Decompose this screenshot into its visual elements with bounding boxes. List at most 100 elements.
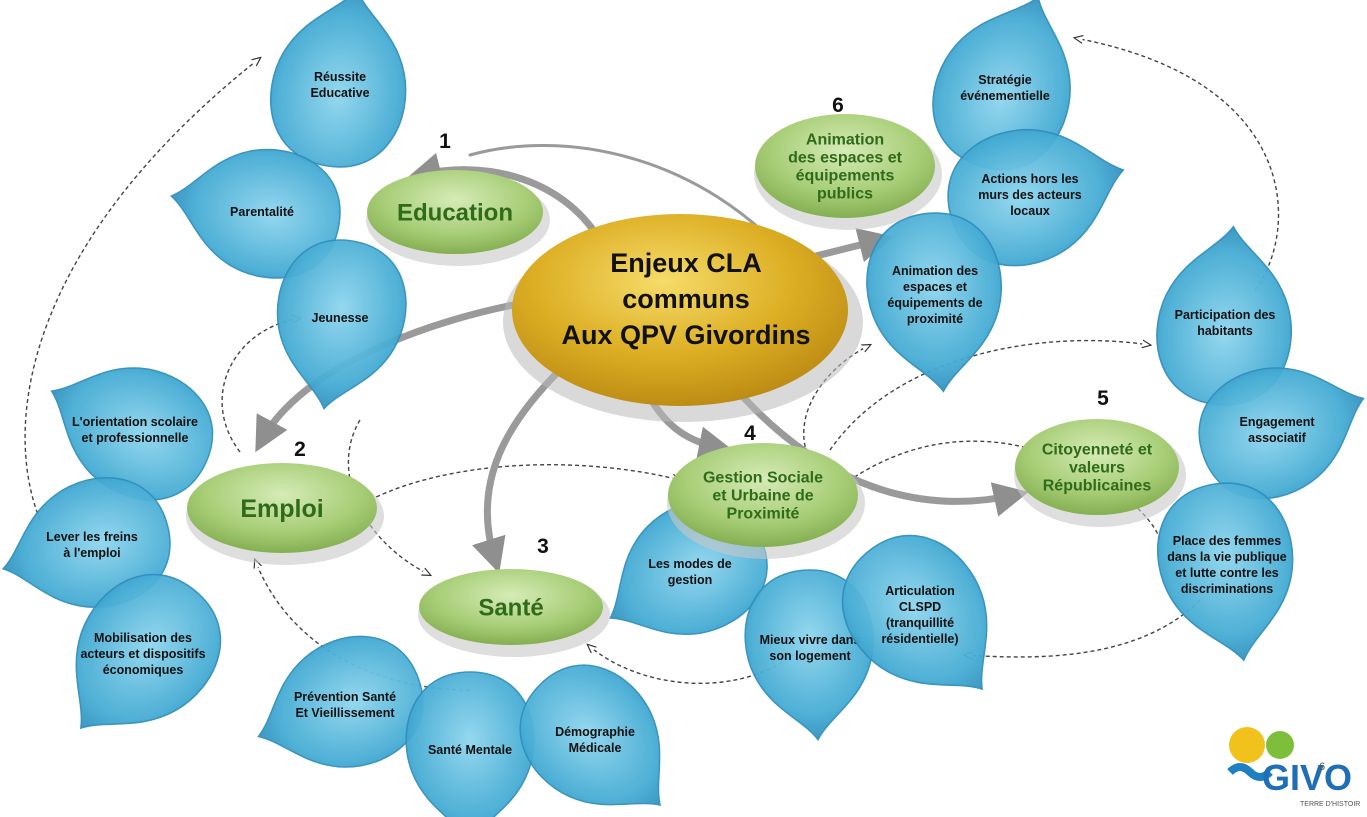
education-petal-3: Jeunesse	[276, 239, 407, 410]
gestion-petal-3-line-4: résidentielle)	[881, 632, 958, 646]
theme-citoyennete-label-2: valeurs	[1069, 460, 1125, 477]
education-petal-3-line-1: Jeunesse	[312, 311, 369, 325]
emploi-petal-2-line-1: Lever les freins	[46, 530, 138, 544]
center-node: Enjeux CLA communs Aux QPV Givordins	[503, 214, 863, 422]
arrow-to-sante	[472, 366, 564, 574]
citoyennete-petal-1-shape	[1156, 225, 1292, 406]
sante-petal-1-shape	[257, 635, 424, 768]
link-participation-strategie	[1075, 38, 1280, 291]
sante-petal-1: Prévention Santé Et Vieillissement	[257, 635, 424, 768]
sante-petal-3-line-1: Démographie	[555, 725, 635, 739]
gestion-petal-3-shape	[841, 534, 988, 691]
theme-emploi-ellipse	[187, 463, 377, 553]
theme-emploi-number: 2	[294, 438, 306, 461]
link-emploi-gestion	[369, 464, 680, 501]
animation-petal-2-line-2: murs des acteurs	[978, 188, 1082, 202]
citoyennete-petal-3-line-3: et lutte contre les	[1175, 566, 1279, 580]
animation-petal-2-line-1: Actions hors les	[981, 172, 1078, 186]
center-ellipse	[512, 214, 848, 406]
theme-gestion-label-2: et Urbaine de	[712, 488, 813, 505]
animation-petal-3-line-1: Animation des	[892, 264, 978, 278]
center-line-3: Aux QPV Givordins	[561, 320, 810, 350]
citoyennete-petal-2-line-2: associatif	[1248, 431, 1307, 445]
theme-animation-number: 6	[832, 94, 844, 117]
animation-petal-3: Animation des espaces et équipements de pro…	[866, 212, 1002, 393]
theme-citoyennete-ellipse	[1015, 419, 1179, 515]
theme-emploi: Emploi 2	[186, 438, 384, 565]
theme-animation-label-3: équipements	[796, 168, 895, 185]
education-petal-2: Parentalité	[170, 148, 341, 279]
theme-citoyennete-number: 5	[1097, 387, 1109, 410]
animation-petal-3-line-4: proximité	[907, 312, 963, 326]
sante-petal-1-line-1: Prévention Santé	[294, 690, 396, 704]
citoyennete-petal-2-shape	[1198, 367, 1365, 500]
theme-sante-label-1: Santé	[478, 594, 543, 621]
citoyennete-petal-3-shape	[1156, 482, 1294, 662]
theme-sante-number: 3	[537, 535, 549, 558]
theme-citoyennete-label-3: Républicaines	[1043, 478, 1152, 495]
logo-wave-icon	[1227, 763, 1273, 781]
animation-petal-3-shape	[866, 212, 1002, 393]
emploi-petal-3-line-1: Mobilisation des	[94, 631, 192, 645]
education-petal-2-shape	[170, 148, 341, 279]
animation-petal-1-line-2: événementielle	[960, 89, 1050, 103]
logo-yellow-leaf-icon	[1229, 727, 1265, 763]
animation-petal-2: Actions hors les murs des acteurs locaux	[947, 128, 1125, 267]
emploi-petal-3-shape	[75, 573, 222, 730]
center-line-1: Enjeux CLA	[610, 248, 762, 278]
emploi-petal-1-line-1: L'orientation scolaire	[72, 415, 198, 429]
sante-petal-1-line-2: Et Vieillissement	[295, 706, 395, 720]
link-gestion-participation	[829, 341, 1150, 451]
link-place-articulation	[965, 599, 1201, 657]
sante-petal-3-shape	[519, 664, 662, 807]
citoyennete-petal-3-line-1: Place des femmes	[1173, 534, 1281, 548]
education-petal-2-line-1: Parentalité	[230, 205, 294, 219]
sante-petal-3-line-2: Médicale	[569, 741, 622, 755]
animation-petal-2-shape	[947, 128, 1125, 267]
gestion-petal-1-line-2: gestion	[668, 573, 712, 587]
link-gestion-animation	[803, 345, 870, 461]
gestion-petal-3-line-3: (tranquillité	[886, 616, 954, 630]
givors-logo: GIVO 6 TERRE D'HISTOIR	[1227, 727, 1360, 808]
citoyennete-petal-2: Engagement associatif	[1198, 367, 1365, 500]
emploi-petal-3-line-2: acteurs et dispositifs	[80, 647, 205, 661]
logo-text: GIVO	[1262, 757, 1352, 798]
theme-education-number: 1	[439, 130, 451, 153]
link-emploi-jeunesse	[221, 318, 300, 453]
sante-petal-2-line-1: Santé Mentale	[428, 743, 512, 757]
animation-petal-3-line-2: espaces et	[903, 280, 968, 294]
logo-green-leaf-icon	[1266, 731, 1294, 759]
gestion-petal-3-line-2: CLSPD	[899, 600, 941, 614]
animation-petal-2-line-3: locaux	[1010, 204, 1050, 218]
education-petal-3-shape	[276, 239, 407, 410]
emploi-petal-3-line-3: économiques	[103, 663, 184, 677]
gestion-petal-3-line-1: Articulation	[885, 584, 954, 598]
theme-sante: Santé 3	[418, 535, 610, 657]
logo-subtext: TERRE D'HISTOIR	[1300, 801, 1360, 808]
citoyennete-petal-2-line-1: Engagement	[1239, 415, 1315, 429]
gestion-petal-2-line-2: son logement	[769, 649, 851, 663]
theme-animation-ellipse	[755, 114, 935, 218]
theme-emploi-label-1: Emploi	[240, 495, 323, 523]
gestion-petal-1-line-1: Les modes de	[648, 557, 731, 571]
gestion-petal-2: Mieux vivre dans son logement	[744, 569, 874, 742]
theme-gestion-label-1: Gestion Sociale	[703, 470, 823, 487]
theme-citoyennete-label-1: Citoyenneté et	[1042, 442, 1153, 459]
education-petal-1-line-1: Réussite	[314, 70, 366, 84]
gestion-petal-2-line-1: Mieux vivre dans	[760, 633, 861, 647]
education-petal-1-shape	[269, 0, 407, 168]
theme-gestion-number: 4	[744, 422, 756, 445]
citoyennete-petal-3-line-4: discriminations	[1181, 582, 1273, 596]
sante-petal-2: Santé Mentale	[405, 671, 535, 817]
animation-petal-3-line-3: équipements de	[887, 296, 982, 310]
theme-sante-ellipse	[419, 569, 603, 645]
theme-animation-label-1: Animation	[806, 132, 884, 149]
